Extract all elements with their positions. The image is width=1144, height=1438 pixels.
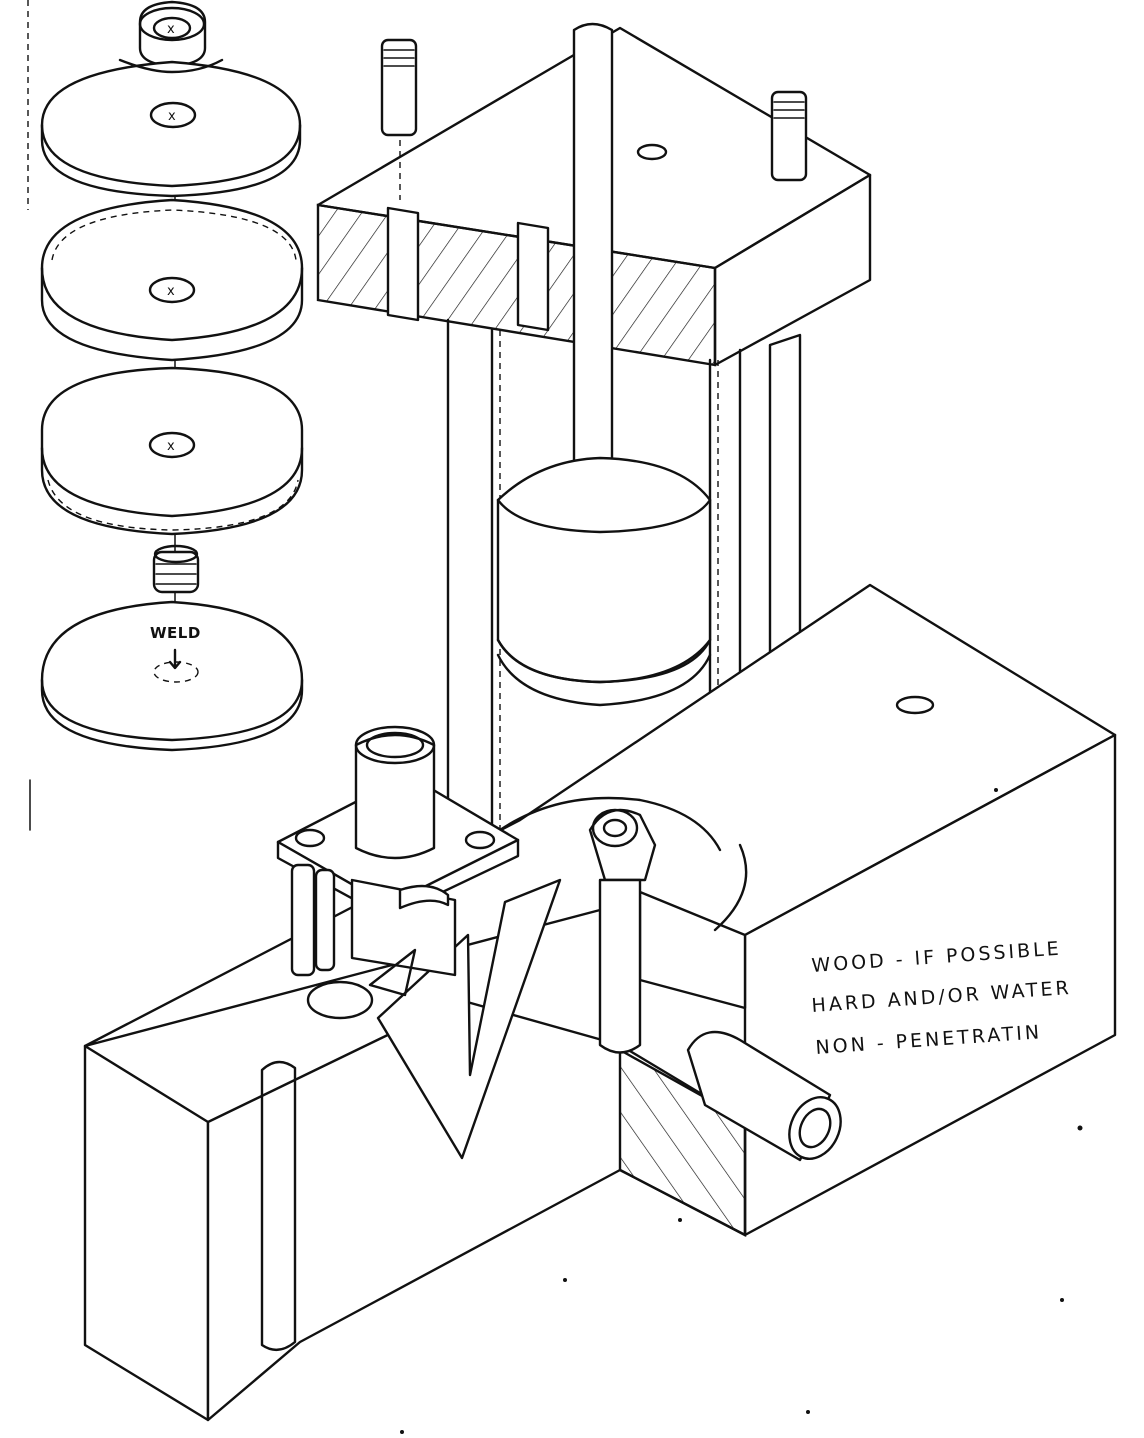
top-knob: x — [138, 0, 207, 68]
base-bowl — [498, 796, 722, 852]
base-bowl-ring — [713, 843, 748, 932]
weld-label: WELD — [150, 624, 201, 642]
valve-assembly — [276, 725, 520, 1020]
svg-text:x: x — [167, 22, 175, 37]
svg-text:x: x — [167, 439, 175, 454]
svg-text:x: x — [168, 109, 176, 124]
disc-2-graduated: x — [40, 198, 304, 362]
exploded-parts-stack: x x x x — [40, 0, 304, 752]
threaded-stud — [152, 544, 200, 594]
svg-text:x: x — [167, 284, 175, 299]
upper-right-stud — [770, 90, 808, 182]
upper-left-stud — [380, 38, 418, 200]
scan-specks — [400, 788, 1083, 1434]
disc-3-edge-graduated: x — [40, 366, 304, 536]
material-note: WOOD - IF POSSIBLE HARD AND/OR WATER NON… — [811, 938, 1073, 1059]
disc-4-weld: WELD — [40, 600, 304, 752]
outlet-fitting — [588, 808, 842, 1162]
disc-1-notched: x — [40, 58, 302, 198]
v-cutaway — [376, 878, 562, 1160]
